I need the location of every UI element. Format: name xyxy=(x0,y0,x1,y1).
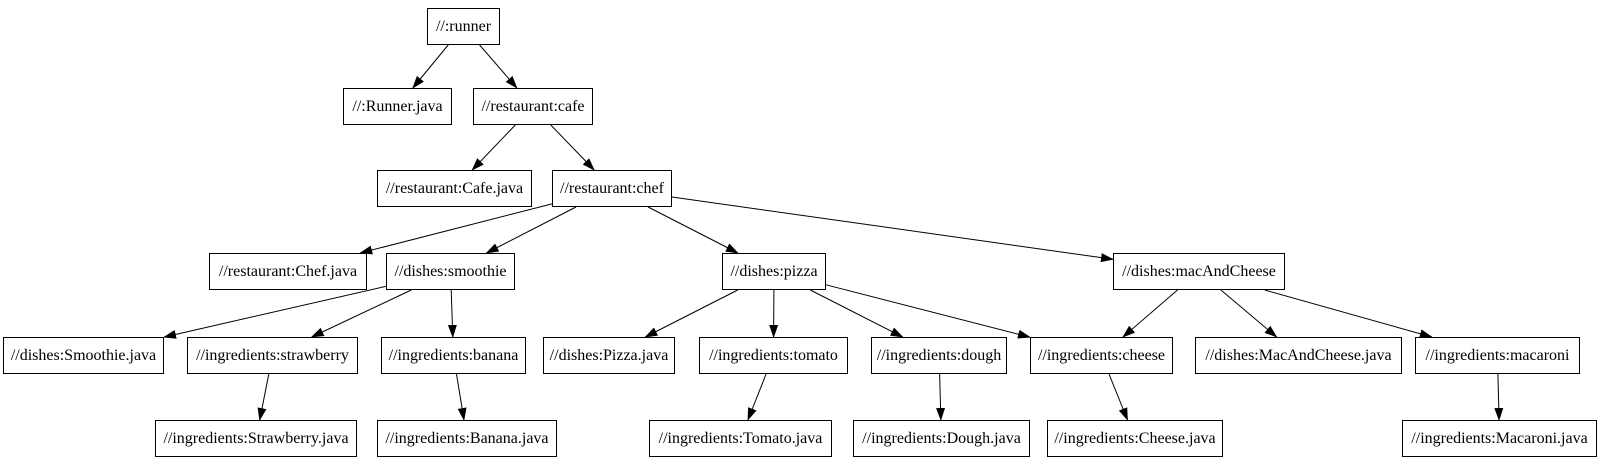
edge-cafe-to-chef xyxy=(550,124,595,171)
edge-chef-to-mac-and-cheese xyxy=(671,196,1114,263)
edge-runner-to-cafe xyxy=(479,44,518,89)
node-smoothie: //dishes:smoothie xyxy=(386,253,515,290)
node-mac-and-cheese: //dishes:macAndCheese xyxy=(1113,253,1285,290)
node-pizza-java: //dishes:Pizza.java xyxy=(543,337,675,374)
node-cheese: //ingredients:cheese xyxy=(1030,337,1173,374)
node-dough: //ingredients:dough xyxy=(871,337,1007,374)
edge-pizza-to-dough xyxy=(810,289,904,338)
edge-pizza-to-pizza-java xyxy=(644,289,738,338)
node-strawberry-java: //ingredients:Strawberry.java xyxy=(155,420,357,457)
node-banana-java: //ingredients:Banana.java xyxy=(377,420,557,457)
edge-mac-and-cheese-to-mac-and-cheese-java xyxy=(1220,289,1278,338)
node-runner: //:runner xyxy=(427,8,500,45)
edge-chef-to-smoothie xyxy=(485,206,577,254)
edge-smoothie-to-strawberry xyxy=(310,289,412,338)
edge-mac-and-cheese-to-cheese xyxy=(1122,289,1178,338)
node-dough-java: //ingredients:Dough.java xyxy=(853,420,1030,457)
node-chef-java: //restaurant:Chef.java xyxy=(209,253,367,290)
edge-tomato-to-tomato-java xyxy=(747,373,767,421)
edge-chef-to-chef-java xyxy=(359,203,553,255)
node-macaroni: //ingredients:macaroni xyxy=(1415,337,1580,374)
node-cheese-java: //ingredients:Cheese.java xyxy=(1047,420,1223,457)
node-pizza: //dishes:pizza xyxy=(722,253,826,290)
node-smoothie-java: //dishes:Smoothie.java xyxy=(3,337,164,374)
edge-cheese-to-cheese-java xyxy=(1108,373,1128,421)
edge-macaroni-to-macaroni-java xyxy=(1494,373,1504,421)
node-cafe: //restaurant:cafe xyxy=(473,88,593,125)
edge-banana-to-banana-java xyxy=(456,373,467,421)
node-chef: //restaurant:chef xyxy=(552,170,672,207)
edge-strawberry-to-strawberry-java xyxy=(257,373,270,421)
node-macaroni-java: //ingredients:Macaroni.java xyxy=(1402,420,1597,457)
node-tomato-java: //ingredients:Tomato.java xyxy=(649,420,832,457)
node-mac-and-cheese-java: //dishes:MacAndCheese.java xyxy=(1195,337,1402,374)
edge-pizza-to-cheese xyxy=(825,284,1031,339)
edge-runner-to-runner-java xyxy=(412,44,449,89)
edge-mac-and-cheese-to-macaroni xyxy=(1264,289,1433,339)
node-runner-java: //:Runner.java xyxy=(343,88,452,125)
edge-dough-to-dough-java xyxy=(936,373,946,421)
node-cafe-java: //restaurant:Cafe.java xyxy=(377,170,532,207)
node-banana: //ingredients:banana xyxy=(381,337,526,374)
edge-smoothie-to-smoothie-java xyxy=(163,285,387,339)
node-strawberry: //ingredients:strawberry xyxy=(187,337,358,374)
edge-smoothie-to-banana xyxy=(447,289,457,338)
node-tomato: //ingredients:tomato xyxy=(699,337,848,374)
edge-chef-to-pizza xyxy=(647,206,739,254)
edge-cafe-to-cafe-java xyxy=(471,124,516,171)
